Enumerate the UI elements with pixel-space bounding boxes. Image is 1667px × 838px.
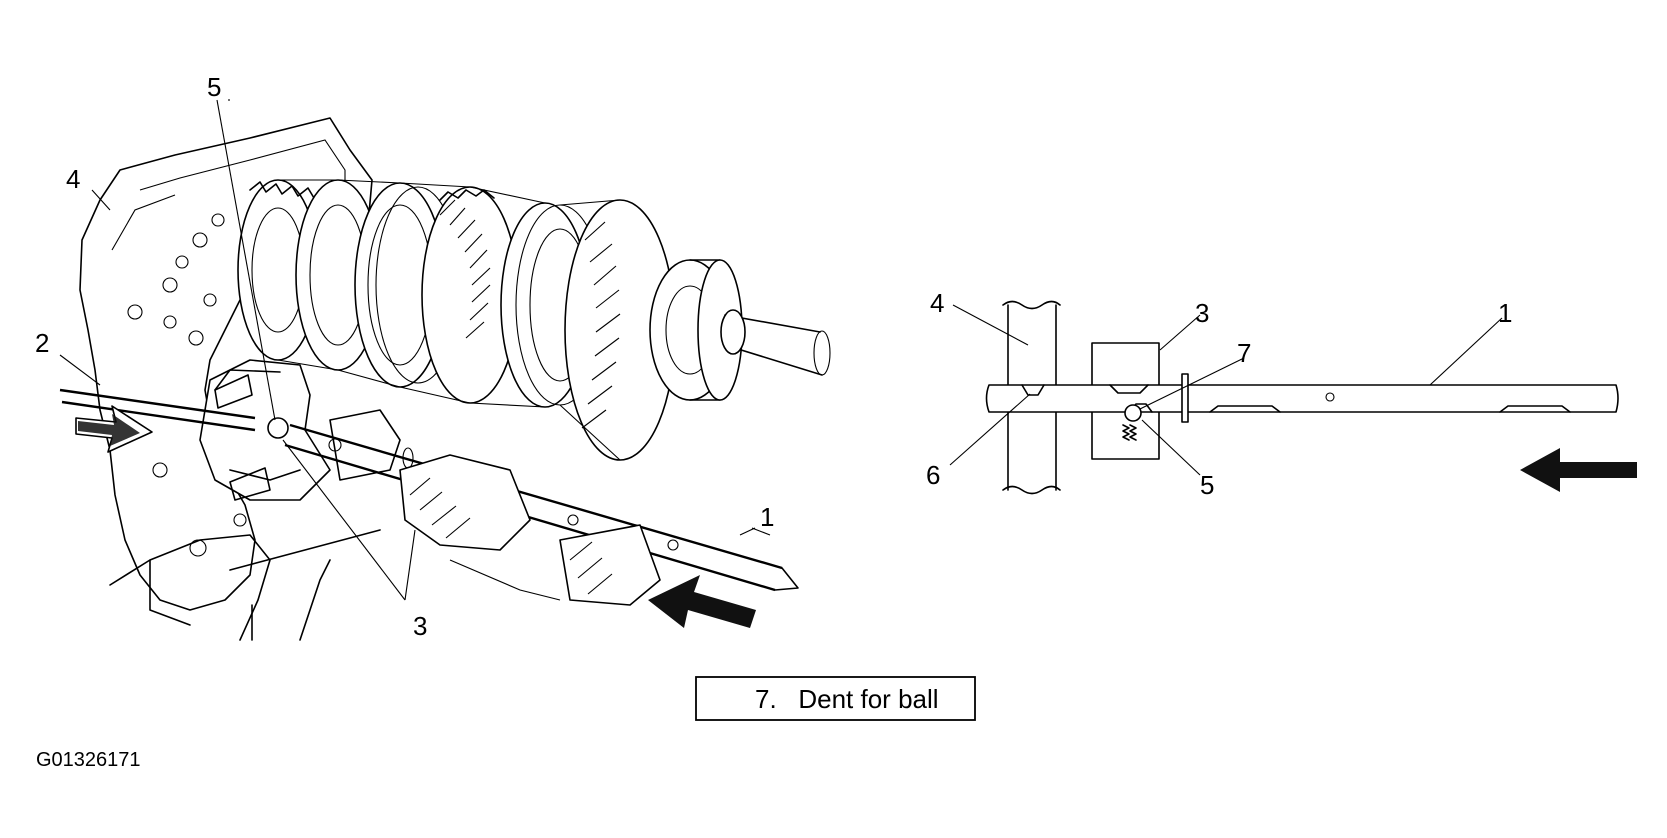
- transmission-case-outline: [79, 117, 373, 611]
- callout-6-right: 6: [926, 460, 940, 490]
- solid-arrow-icon: [648, 575, 756, 628]
- callout-3-left: 3: [413, 611, 427, 641]
- left-assembly-illustration: [59, 99, 831, 641]
- right-schematic: [949, 300, 1637, 495]
- callout-5-left: 5: [207, 72, 221, 102]
- callout-4-right: 4: [930, 288, 944, 318]
- legend-text: 7. Dent for ball: [755, 684, 939, 714]
- hollow-arrow-icon: [75, 405, 153, 453]
- right-callouts: 4 3 1 7 6 5: [926, 288, 1512, 500]
- callout-5-right: 5: [1200, 470, 1214, 500]
- callout-4-left: 4: [66, 164, 80, 194]
- figure-id: G01326171: [36, 749, 141, 771]
- left-callouts: 5 4 2 1 3: [35, 72, 774, 641]
- callout-2-left: 2: [35, 328, 49, 358]
- callout-7-right: 7: [1237, 338, 1251, 368]
- legend-box: 7. Dent for ball: [695, 676, 976, 721]
- callout-1-left: 1: [760, 502, 774, 532]
- callout-3-right: 3: [1195, 298, 1209, 328]
- callout-1-right: 1: [1498, 298, 1512, 328]
- solid-arrow-icon: [1520, 448, 1637, 492]
